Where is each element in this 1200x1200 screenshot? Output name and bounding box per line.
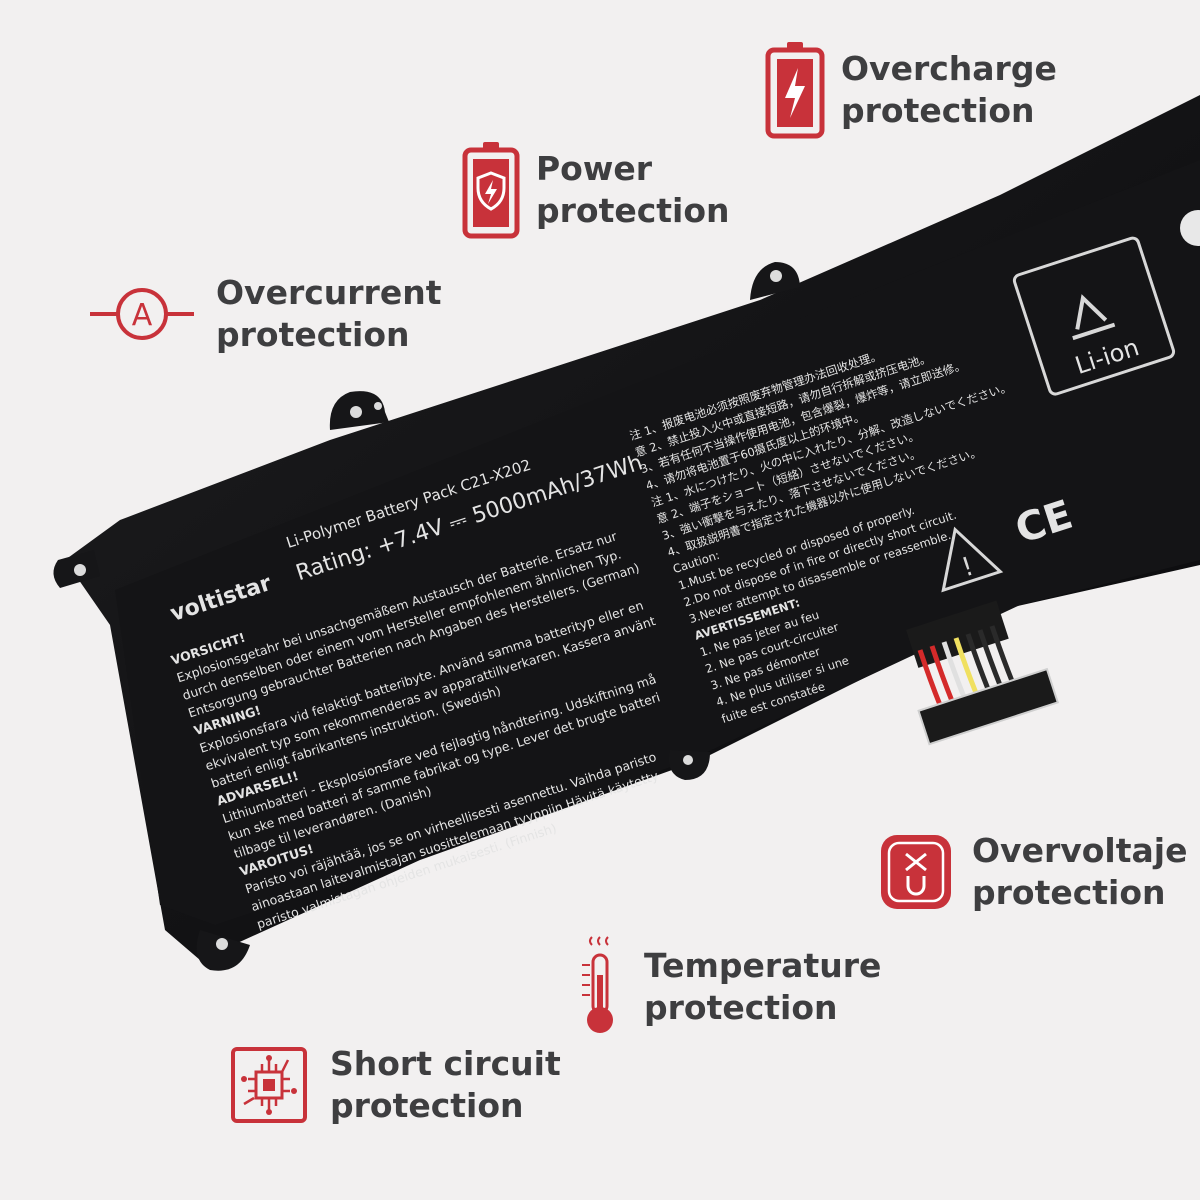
svg-text:A: A	[132, 298, 153, 333]
logo-partial-icon	[1180, 210, 1200, 246]
mounting-tabs	[53, 262, 800, 971]
voltage-icon	[878, 832, 954, 912]
battery-label	[115, 160, 1200, 925]
battery-connector	[906, 600, 1060, 746]
battery-bolt-icon	[765, 40, 825, 140]
battery-shield-icon	[462, 140, 520, 240]
circuit-chip-icon	[230, 1046, 308, 1124]
ammeter-icon: A	[90, 279, 194, 349]
thermometer-icon	[578, 935, 622, 1039]
